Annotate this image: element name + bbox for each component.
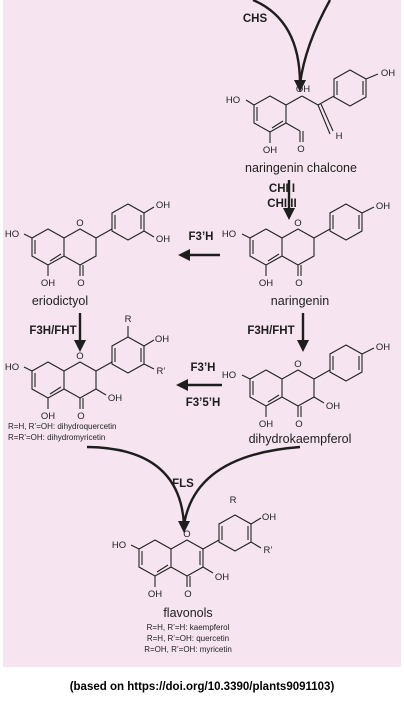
enzyme-chi-1: CHI I	[269, 183, 295, 195]
dihydro-r-prime: R’	[157, 366, 166, 377]
naringenin-oh-b: OH	[376, 201, 390, 212]
flavonol-oh-3: OH	[215, 572, 229, 583]
dihydro-oh-a: OH	[41, 411, 55, 422]
dhk-ring-c	[281, 369, 315, 407]
eriodictyol-oh-a: OH	[41, 278, 55, 289]
chs-arrow-upper	[298, 0, 332, 85]
note-kaempferol: R=H, R’=H: kaempferol	[147, 623, 230, 632]
naringenin-o-ring: O	[294, 218, 301, 229]
enzyme-f3h-mid: F3’H	[191, 362, 216, 374]
chalcone-oh-bottom: OH	[263, 145, 277, 156]
eriodictyol-oh-b2: OH	[156, 234, 170, 245]
enzyme-f3h-fht-right: F3H/FHT	[247, 325, 294, 337]
structure-eriodictyol: HO O OH OH OH O eriodictyol	[5, 200, 170, 308]
chs-arrow	[252, 0, 302, 85]
eriodictyol-ho: HO	[5, 229, 19, 240]
fls-arrowhead	[178, 521, 190, 533]
enzyme-labels: CHS CHI I CHI II F3’H F3H/FHT F3H/FHT F3…	[29, 13, 296, 490]
dihydro-oh-3: OH	[108, 393, 122, 404]
fls-left-arrow	[86, 445, 186, 526]
chs-arrowhead	[294, 80, 306, 92]
dihydro-r: R	[125, 314, 132, 325]
f3h-mid-arrowhead	[176, 379, 188, 391]
chalcone-o: O	[297, 144, 304, 155]
structure-naringenin: HO O OH OH O naringenin	[222, 201, 390, 308]
chalcone-oh-right: OH	[381, 68, 395, 79]
diagram-panel	[3, 0, 401, 667]
flavonol-r-prime: R’	[264, 545, 273, 556]
label-flavonols: flavonols	[163, 606, 212, 620]
eriodictyol-o-ring: O	[76, 218, 83, 229]
naringenin-ho: HO	[222, 229, 236, 240]
dhk-ho: HO	[222, 370, 236, 381]
flavonol-oh-b: OH	[262, 512, 276, 523]
enzyme-f35h: F3’5’H	[186, 397, 221, 409]
flavonol-ring-c	[170, 539, 204, 577]
dihydro-o-keto: O	[77, 411, 84, 422]
structure-dihydroflavonols: HO O R OH R’ OH OH O R=H, R’=OH: dihydro…	[5, 314, 169, 442]
naringenin-o-keto: O	[295, 278, 302, 289]
note-quercetin: R=H, R’=OH: quercetin	[147, 634, 229, 643]
dhk-o-keto: O	[295, 419, 302, 430]
label-dihydrokaempferol: dihydrokaempferol	[249, 432, 352, 446]
citation: (based on https://doi.org/10.3390/plants…	[70, 681, 335, 693]
dihydro-oh-b: OH	[155, 334, 169, 345]
enzyme-fls: FLS	[172, 478, 194, 490]
chi-arrowhead	[283, 208, 295, 220]
structure-dihydrokaempferol: HO O OH OH OH O dihydrokaempferol	[222, 342, 390, 446]
dihydro-ho: HO	[5, 362, 19, 373]
naringenin-oh-a: OH	[259, 278, 273, 289]
chalcone-h: H	[336, 131, 343, 142]
dhk-oh-a: OH	[259, 419, 273, 430]
chalcone-ho-left: HO	[226, 95, 240, 106]
structure-flavonols: HO O R OH R’ OH OH O flavonols R=H, R’=H…	[112, 495, 276, 654]
dhk-o-ring: O	[294, 359, 301, 370]
enzyme-chs: CHS	[243, 13, 268, 25]
reaction-arrows	[74, 0, 332, 533]
eriodictyol-oh-b1: OH	[156, 200, 170, 211]
flavonol-o-ring: O	[183, 529, 190, 540]
note-dihydroquercetin: R=H, R’=OH: dihydroquercetin	[8, 422, 117, 431]
enzyme-f3h-top: F3’H	[189, 231, 214, 243]
dihydro-o-ring: O	[76, 351, 83, 362]
chalcone-oh-top: OH	[296, 84, 310, 95]
label-eriodictyol: eriodictyol	[32, 294, 88, 308]
flavonol-o-keto: O	[184, 589, 191, 600]
enzyme-chi-2: CHI II	[267, 198, 296, 210]
f3h-top-arrowhead	[178, 249, 190, 261]
structure-naringenin-chalcone: HO OH OH OH O H naringenin chalcone	[226, 68, 395, 175]
flavonol-oh-a: OH	[148, 589, 162, 600]
dhk-oh-3: OH	[326, 401, 340, 412]
f3h-fht-left-arrowhead	[74, 340, 86, 352]
note-dihydromyricetin: R=R’=OH: dihydromyricetin	[8, 433, 105, 442]
f3h-fht-right-arrowhead	[297, 340, 309, 352]
enzyme-f3h-fht-left: F3H/FHT	[29, 325, 76, 337]
flavonol-ho: HO	[112, 540, 126, 551]
eriodictyol-ring-c	[63, 228, 97, 266]
label-naringenin-chalcone: naringenin chalcone	[245, 161, 357, 175]
label-naringenin: naringenin	[271, 294, 329, 308]
dihydro-ring-c	[63, 361, 97, 399]
note-myricetin: R=OH, R’=OH: myricetin	[144, 645, 232, 654]
eriodictyol-o-keto: O	[77, 278, 84, 289]
naringenin-ring-c	[281, 228, 315, 266]
dhk-oh-b: OH	[376, 342, 390, 353]
fls-right-arrow	[182, 445, 301, 526]
flavonol-r: R	[230, 495, 237, 506]
